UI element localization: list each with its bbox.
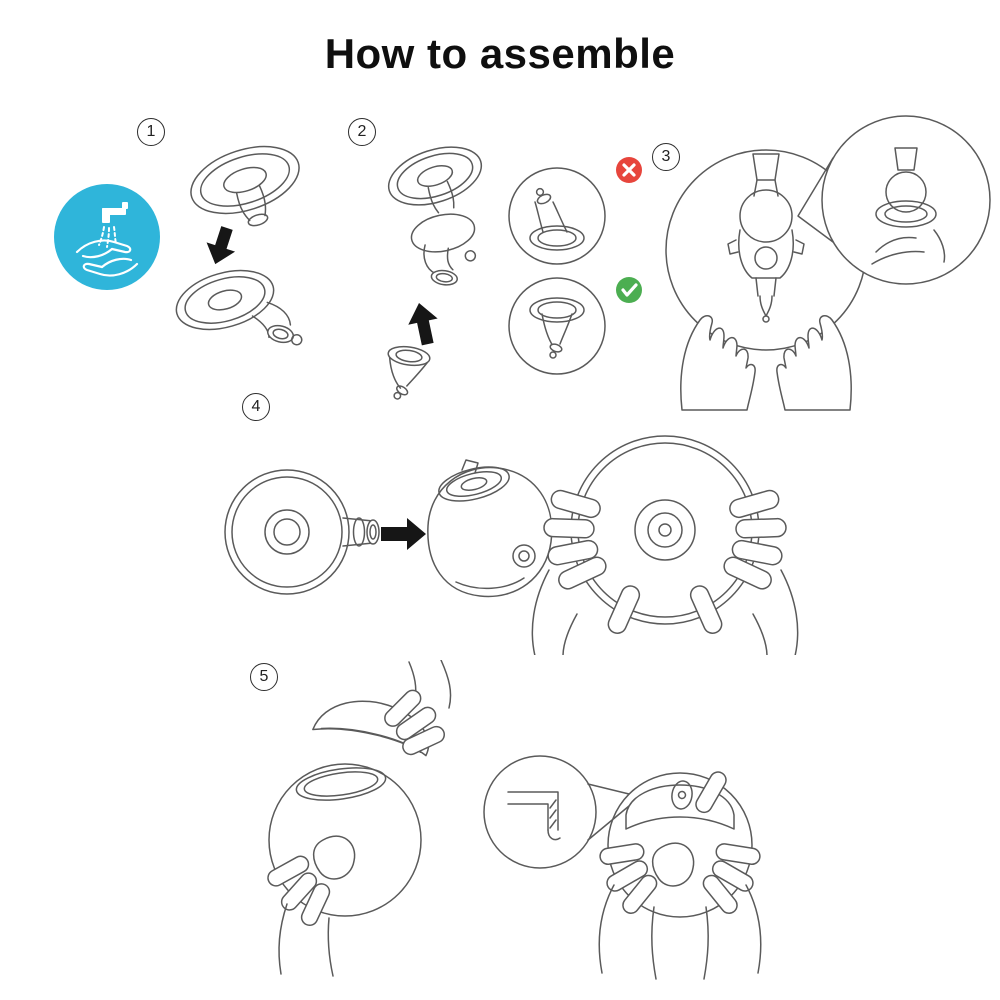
press-diaphragm-drawing bbox=[531, 435, 799, 655]
hands-icon bbox=[75, 239, 139, 277]
step-4-illustration bbox=[224, 435, 799, 655]
step-2-number: 2 bbox=[348, 118, 376, 146]
step-4-number: 4 bbox=[242, 393, 270, 421]
pump-housing-drawing bbox=[427, 459, 553, 598]
latch-zoom-detail bbox=[483, 755, 630, 869]
diaphragm-drawing bbox=[727, 153, 805, 323]
step-5-illustration bbox=[267, 660, 762, 980]
valve-correct-detail bbox=[508, 277, 606, 375]
flange-drawing bbox=[190, 145, 300, 227]
place-cover-drawing bbox=[267, 660, 452, 977]
arrow-down-icon bbox=[206, 226, 236, 265]
arrow-up-icon bbox=[408, 303, 438, 346]
valve-correct-drawing bbox=[529, 297, 585, 359]
pressing-hands-drawing bbox=[531, 489, 799, 655]
valve-wrong-drawing bbox=[529, 187, 585, 251]
connector-port-drawing bbox=[410, 213, 477, 286]
step-1-illustration bbox=[175, 145, 303, 346]
diaphragm-disc-drawing bbox=[224, 469, 380, 595]
step-5-number: 5 bbox=[250, 663, 278, 691]
valve-wrong-detail bbox=[508, 167, 606, 265]
step-1-number: 1 bbox=[137, 118, 165, 146]
flange-connector-drawing bbox=[387, 146, 483, 214]
step-3-illustration bbox=[665, 115, 991, 411]
lower-hand-drawing bbox=[267, 855, 334, 977]
duckbill-valve-drawing bbox=[387, 345, 431, 400]
step-2-illustration bbox=[387, 146, 642, 400]
wash-hands-icon bbox=[54, 184, 160, 290]
zoom-pointer bbox=[587, 783, 630, 841]
page-title: How to assemble bbox=[324, 30, 676, 77]
wrong-icon bbox=[616, 157, 642, 183]
wash-circle bbox=[54, 184, 160, 290]
connector-drawing bbox=[175, 269, 303, 346]
zoom-pointer bbox=[797, 157, 834, 243]
faucet-icon bbox=[102, 202, 128, 223]
gripping-hands-drawing bbox=[598, 771, 762, 980]
zoom-detail-circle bbox=[821, 115, 991, 285]
step-3-number: 3 bbox=[652, 143, 680, 171]
arrow-right-icon bbox=[381, 518, 426, 550]
holding-hands-drawing bbox=[680, 314, 852, 411]
correct-icon bbox=[616, 277, 642, 303]
assembled-pump-drawing bbox=[598, 771, 762, 980]
upper-hand-drawing bbox=[384, 660, 452, 756]
